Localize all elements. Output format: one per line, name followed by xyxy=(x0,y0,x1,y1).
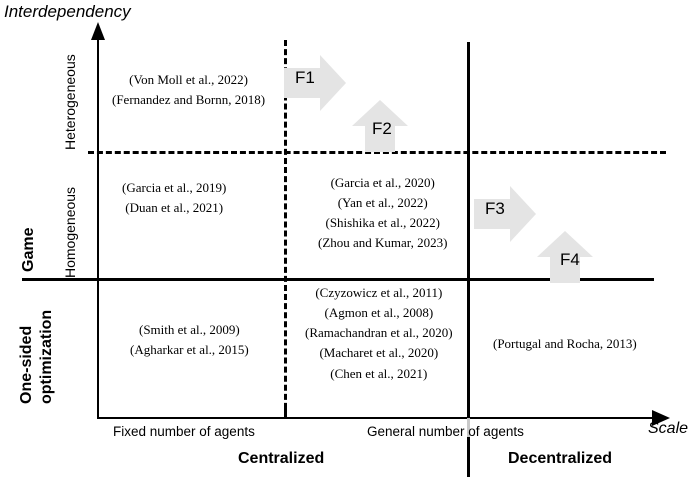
citation-item: (Agharkar et al., 2015) xyxy=(130,342,249,358)
citation-group-game-heterogeneous-fixed: (Von Moll et al., 2022) (Fernandez and B… xyxy=(112,70,265,110)
gap-arrow-label-f2: F2 xyxy=(372,119,392,138)
citation-item: (Macharet et al., 2020) xyxy=(319,345,439,361)
vertical-divider-caption-segment xyxy=(467,437,470,477)
x-tick-label-fixed: Fixed number of agents xyxy=(113,424,255,439)
citation-item: (Zhou and Kumar, 2023) xyxy=(318,235,448,251)
gap-arrow-up-icon xyxy=(352,100,408,152)
row-group-label-one-sided-line1: One-sided xyxy=(18,325,35,404)
vertical-divider-faded-segment xyxy=(467,418,470,440)
citation-item: (Smith et al., 2009) xyxy=(139,322,240,337)
vertical-solid-divider xyxy=(467,42,470,418)
gap-arrow-label-f1: F1 xyxy=(295,68,315,87)
caption-decentralized: Decentralized xyxy=(508,450,613,467)
citation-group-game-homogeneous-general: (Garcia et al., 2020) (Yan et al., 2022)… xyxy=(318,173,447,254)
horizontal-solid-divider xyxy=(22,278,654,281)
row-label-homogeneous: Homogeneous xyxy=(62,186,78,278)
citation-group-onesided-fixed: (Smith et al., 2009) (Agharkar et al., 2… xyxy=(130,320,249,360)
citation-item: (Ramachandran et al., 2020) xyxy=(305,325,453,341)
y-axis-title: Interdependency xyxy=(4,2,131,21)
citation-group-onesided-decentralized: (Portugal and Rocha, 2013) xyxy=(493,334,637,354)
citation-item: (Duan et al., 2021) xyxy=(125,200,224,216)
citation-item: (Shishika et al., 2022) xyxy=(325,215,440,231)
row-label-heterogeneous: Heterogeneous xyxy=(62,54,78,150)
gap-arrow-up-icon xyxy=(537,231,593,283)
citation-item: (Agmon et al., 2008) xyxy=(324,305,434,321)
gap-arrow-right-icon xyxy=(474,186,536,242)
horizontal-dashed-divider xyxy=(88,151,666,154)
row-group-label-game: Game xyxy=(20,227,37,272)
citation-item: (Fernandez and Bornn, 2018) xyxy=(112,92,266,108)
gap-arrow-label-f3: F3 xyxy=(485,199,505,218)
gap-arrow-right-icon xyxy=(284,55,346,111)
y-axis-arrowhead-icon xyxy=(91,22,105,40)
x-axis-line xyxy=(97,417,657,419)
x-axis-tick-mark xyxy=(284,405,287,419)
citation-group-onesided-general-centralized: (Czyzowicz et al., 2011) (Agmon et al., … xyxy=(305,283,453,384)
y-axis-line xyxy=(97,38,99,419)
gap-arrow-label-f4: F4 xyxy=(560,250,580,269)
citation-item: (Portugal and Rocha, 2013) xyxy=(493,336,637,351)
citation-item: (Czyzowicz et al., 2011) xyxy=(315,285,443,300)
citation-item: (Garcia et al., 2020) xyxy=(330,175,435,190)
x-axis-arrowhead-icon xyxy=(652,410,670,426)
row-group-label-one-sided-line2: optimization xyxy=(38,309,55,404)
caption-centralized: Centralized xyxy=(238,450,325,467)
vertical-dashed-divider xyxy=(284,40,287,418)
citation-item: (Yan et al., 2022) xyxy=(337,195,428,211)
citation-group-game-homogeneous-fixed: (Garcia et al., 2019) (Duan et al., 2021… xyxy=(122,178,226,218)
citation-item: (Von Moll et al., 2022) xyxy=(129,72,248,87)
x-tick-label-general: General number of agents xyxy=(367,424,524,439)
citation-item: (Chen et al., 2021) xyxy=(330,365,428,381)
citation-item: (Garcia et al., 2019) xyxy=(122,180,227,195)
